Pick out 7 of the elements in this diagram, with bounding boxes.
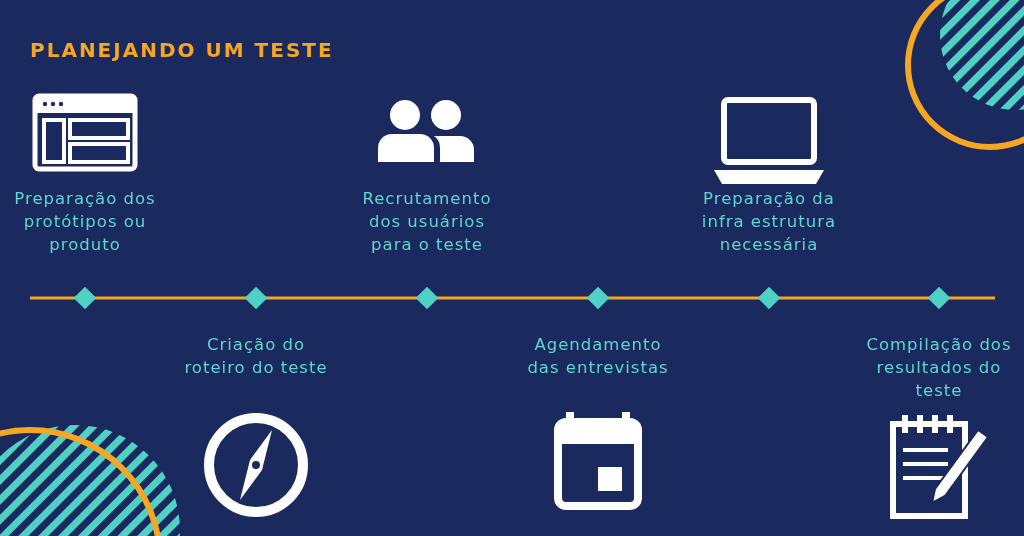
step-label: Agendamento das entrevistas bbox=[526, 334, 670, 379]
step-label: Compilação dos resultados do teste bbox=[865, 334, 1013, 402]
step-label: Criação do roteiro do teste bbox=[183, 334, 329, 379]
step-label: Recrutamento dos usuários para o teste bbox=[361, 188, 493, 256]
title: PLANEJANDO UM TESTE bbox=[30, 38, 334, 62]
step-label: Preparação da infra estrutura necessária bbox=[700, 188, 838, 256]
step-label: Preparação dos protótipos ou produto bbox=[13, 188, 157, 256]
